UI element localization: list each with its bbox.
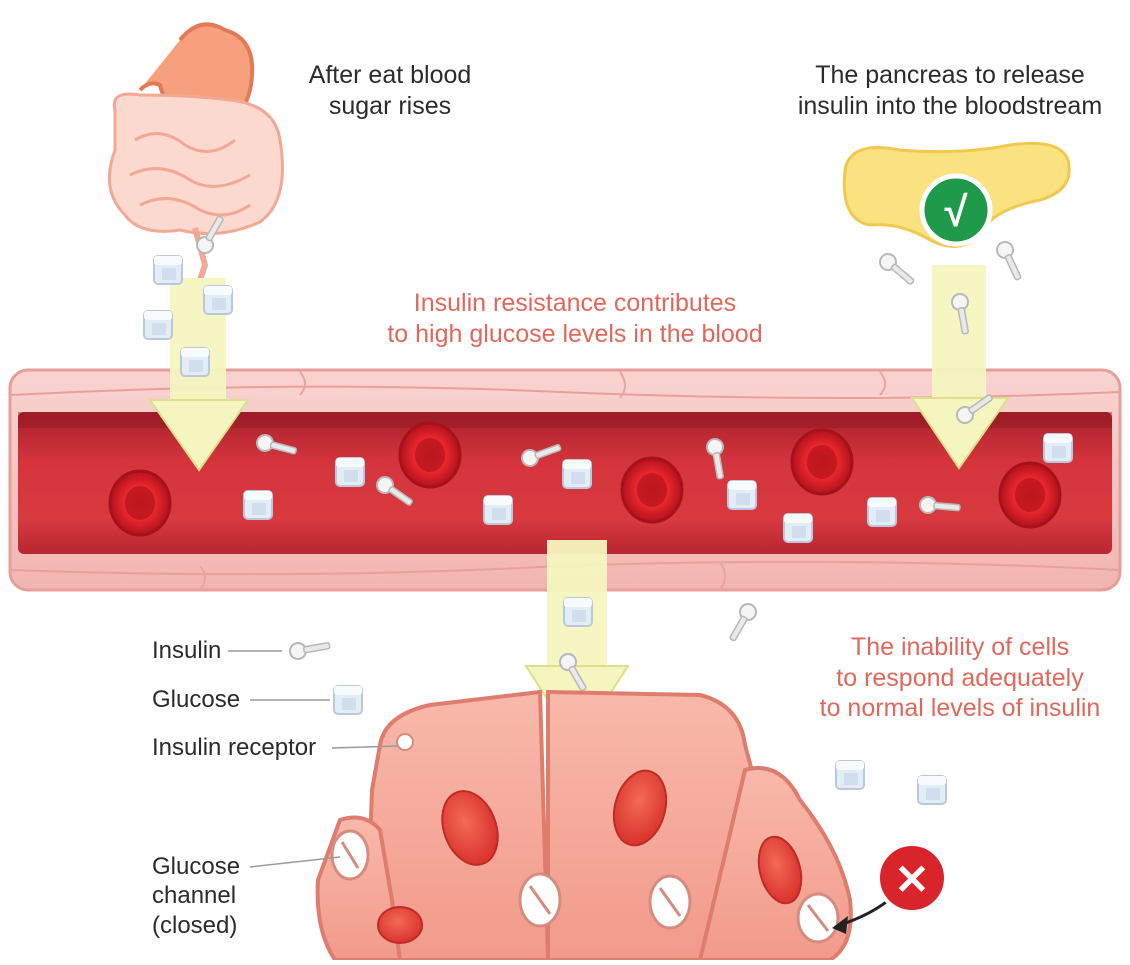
red-blood-cell (622, 458, 682, 522)
red-blood-cell (400, 423, 460, 487)
glucose-channel-closed (520, 874, 560, 926)
caption-line: sugar rises (290, 91, 490, 122)
cross-mark: ✕ (894, 856, 929, 903)
glucose-cube-icon (144, 311, 172, 339)
caption-cell-inability: The inability of cells to respond adequa… (795, 632, 1125, 724)
legend-glucose-label: Glucose (152, 685, 240, 714)
body-cells (318, 692, 851, 960)
legend-receptor-label: Insulin receptor (152, 733, 316, 762)
caption-line: to high glucose levels in the blood (360, 319, 790, 350)
glucose-cube-icon (784, 514, 812, 542)
caption-line: The inability of cells (795, 632, 1125, 663)
glucose-cube-icon (336, 458, 364, 486)
insulin-key-icon (877, 251, 918, 289)
legend-insulin-icon (289, 638, 331, 661)
caption-line: to normal levels of insulin (795, 693, 1125, 724)
caption-after-eat: After eat blood sugar rises (290, 60, 490, 121)
caption-line: After eat blood (290, 60, 490, 91)
red-blood-cell (110, 471, 170, 535)
glucose-cube-icon (564, 598, 592, 626)
legend-channel-line: Glucose (152, 852, 240, 881)
insulin-key-icon (725, 601, 759, 644)
glucose-cube-icon (1044, 434, 1072, 462)
caption-pancreas: The pancreas to release insulin into the… (770, 60, 1130, 121)
glucose-cube-icon (204, 286, 232, 314)
legend-insulin-label: Insulin (152, 636, 221, 665)
caption-line: The pancreas to release (770, 60, 1130, 91)
legend-channel-line: (closed) (152, 911, 240, 940)
legend-glucose-icon (334, 686, 362, 714)
glucose-cube-icon (836, 761, 864, 789)
red-blood-cell (792, 430, 852, 494)
legend-channel-line: channel (152, 881, 240, 910)
legend-channel-label: Glucose channel (closed) (152, 852, 240, 940)
check-mark: √ (944, 188, 968, 235)
caption-line: to respond adequately (795, 663, 1125, 694)
red-blood-cell (1000, 463, 1060, 527)
caption-line: Insulin resistance contributes (360, 288, 790, 319)
glucose-cube-icon (728, 481, 756, 509)
caption-line: insulin into the bloodstream (770, 91, 1130, 122)
glucose-cube-icon (154, 256, 182, 284)
insulin-key-icon (994, 239, 1025, 282)
glucose-cube-icon (868, 498, 896, 526)
glucose-cube-icon (563, 460, 591, 488)
glucose-cube-icon (244, 491, 272, 519)
glucose-cube-icon (181, 348, 209, 376)
insulin-receptor (397, 734, 413, 750)
cell-nucleus (378, 907, 422, 943)
digestive-system-illustration (109, 24, 282, 280)
glucose-channel-closed (332, 831, 368, 879)
glucose-cube-icon (484, 496, 512, 524)
glucose-channel-closed (650, 876, 690, 928)
pancreas-illustration: √ (844, 143, 1069, 246)
glucose-cube-icon (918, 776, 946, 804)
caption-insulin-resistance: Insulin resistance contributes to high g… (360, 288, 790, 349)
glucose-channel-closed (798, 894, 838, 942)
